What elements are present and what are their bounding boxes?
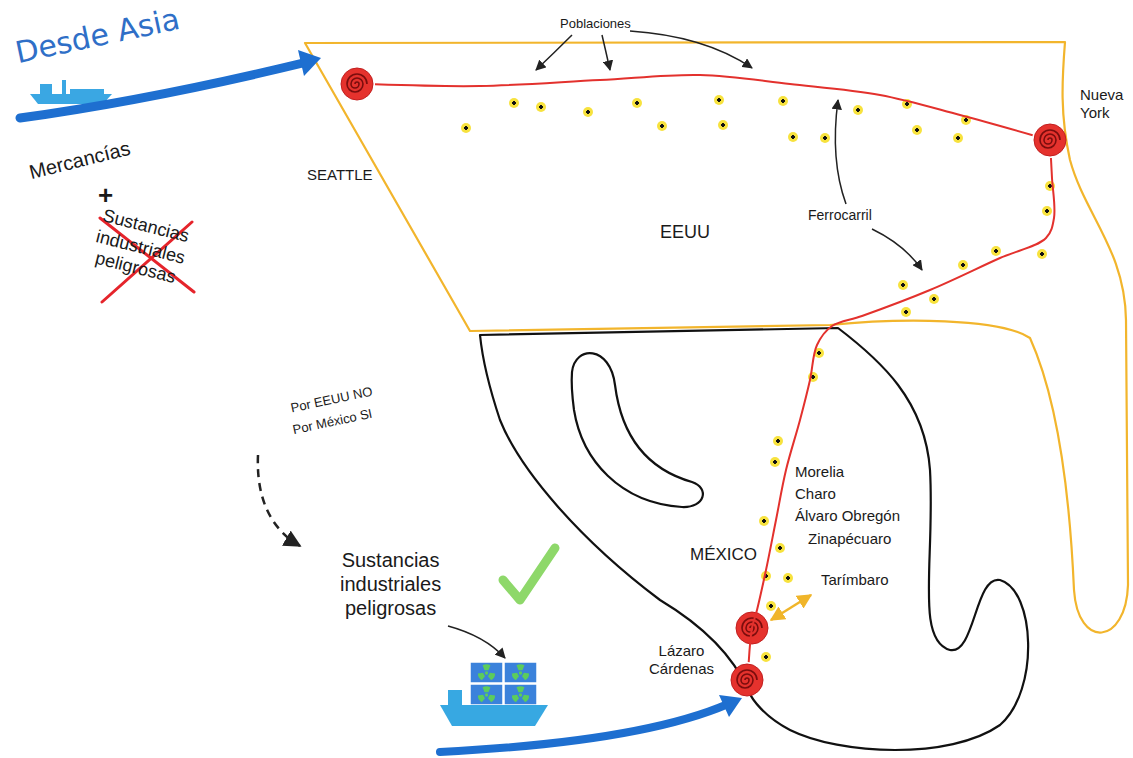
container [504, 662, 537, 683]
radiation-symbol [477, 686, 496, 702]
town-dot [509, 98, 519, 108]
ship-cabin [40, 84, 52, 94]
city-spiral [339, 66, 375, 102]
town-dot [901, 307, 911, 317]
town-dot [958, 260, 968, 270]
town-dot [632, 98, 642, 108]
ship-hull [440, 705, 548, 726]
town-name: Charo [795, 485, 836, 503]
town-name: Zinapécuaro [808, 530, 891, 548]
sea-route-arrow [20, 63, 303, 118]
town-dot [853, 105, 863, 115]
check-mark [503, 548, 555, 600]
city-node: SEATTLE [339, 66, 375, 102]
pointer-arrow [448, 626, 505, 658]
ship-deck [70, 89, 104, 94]
city-node: Lázaro Cárdenas [729, 662, 765, 698]
town-dot [761, 652, 771, 662]
container [470, 662, 503, 683]
spiral-line [737, 670, 757, 688]
radiation-symbol [477, 664, 496, 680]
radiation-symbol [511, 664, 530, 680]
country-label: EEUU [660, 222, 710, 244]
town-dot [775, 543, 785, 553]
ship-cabin [448, 690, 462, 705]
town-dot [773, 436, 783, 446]
town-dot [1037, 249, 1047, 259]
cargo-label: Mercancías [27, 136, 133, 184]
container [470, 684, 503, 705]
leader-arrow [835, 100, 846, 204]
spiral-disc [731, 664, 763, 696]
railway-line [375, 75, 1033, 135]
town-name: Tarímbaro [821, 571, 889, 589]
crossed-note: Sustancias industriales peligrosas [89, 205, 193, 290]
spiral-disc [1034, 124, 1066, 156]
town-dot [718, 120, 728, 130]
leader-arrow [536, 35, 572, 70]
mexico-outline [480, 328, 1028, 750]
town-dot [929, 294, 939, 304]
city-spiral [1032, 122, 1068, 158]
cargo-ship [440, 662, 548, 726]
town-dot [714, 95, 724, 105]
link-arrow [771, 595, 811, 620]
cargo-label: Sustancias industriales peligrosas [340, 548, 441, 620]
leader-arrow [602, 35, 610, 70]
sea-route-arrow [440, 704, 728, 752]
city-name: Nueva York [1080, 86, 1123, 122]
town-dot [1042, 206, 1052, 216]
town-dot [461, 123, 471, 133]
town-dot [583, 107, 593, 117]
ship-stack [62, 80, 66, 94]
town-dot [778, 96, 788, 106]
spiral-line [1040, 130, 1060, 148]
dashed-arrow [258, 455, 300, 546]
radiation-symbol [511, 686, 530, 702]
callout-label: Poblaciones [560, 16, 631, 32]
city-name: Lázaro Cárdenas [649, 642, 714, 678]
sea-route-arrowhead [719, 695, 742, 717]
town-dot [759, 516, 769, 526]
town-dot [820, 133, 830, 143]
heading-text: Desde Asia [12, 1, 183, 71]
callout-label: Ferrocarril [808, 207, 872, 224]
town-name: Morelia [795, 463, 844, 481]
town-dot [788, 132, 798, 142]
town-dot [912, 125, 922, 135]
railway-line [749, 158, 1055, 662]
city-spiral [729, 662, 765, 698]
town-dot [766, 601, 776, 611]
country-label: MÉXICO [690, 545, 757, 565]
town-dot [657, 121, 667, 131]
spiral-line [347, 74, 367, 92]
sea-route-arrowhead [298, 50, 321, 76]
town-dot [898, 280, 908, 290]
usa-outline [305, 42, 1128, 633]
container [504, 684, 537, 705]
baja-outline [572, 353, 703, 507]
town-dot [991, 246, 1001, 256]
spiral-disc [341, 68, 373, 100]
town-dot [953, 133, 963, 143]
town-dot [770, 457, 780, 467]
ship-icon [30, 80, 112, 104]
town-dots [461, 95, 1055, 662]
city-node: Nueva York [1032, 122, 1068, 158]
leader-arrow [630, 31, 752, 68]
town-name: Álvaro Obregón [795, 507, 900, 525]
town-dot [783, 573, 793, 583]
town-dot [536, 102, 546, 112]
city-name: SEATTLE [307, 166, 373, 184]
leader-arrow [872, 229, 922, 270]
